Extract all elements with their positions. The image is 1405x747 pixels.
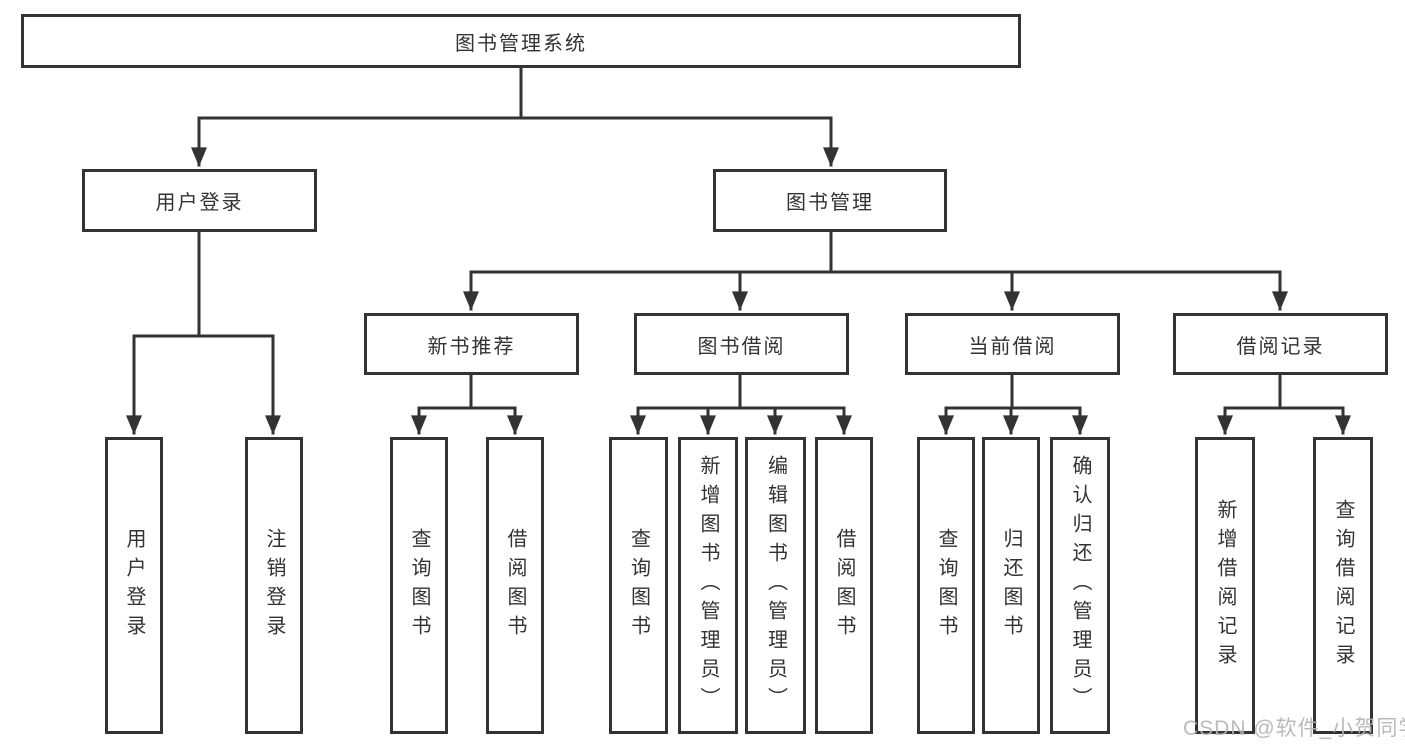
node-nbr-query-books: 查询图书: [390, 437, 448, 734]
node-nbr-query-books-label: 查询图书: [408, 527, 430, 644]
node-borrow-records: 借阅记录: [1173, 313, 1388, 375]
node-bb-query-books: 查询图书: [609, 437, 668, 734]
node-current-borrow: 当前借阅: [905, 313, 1120, 375]
node-cb-query-books-label: 查询图书: [935, 527, 957, 644]
node-cb-confirm-return: 确认归还（管理员）: [1050, 437, 1110, 734]
node-borrow-records-label: 借阅记录: [1236, 335, 1325, 358]
node-bb-add-books-label: 新增图书（管理员）: [697, 455, 719, 716]
node-cb-return-books-label: 归还图书: [1000, 527, 1022, 644]
node-user-login-label: 用户登录: [155, 192, 244, 214]
node-root-label: 图书管理系统: [455, 32, 587, 55]
node-book-borrow: 图书借阅: [634, 313, 849, 375]
csdn-watermark: CSDN @软件_小贺同学: [1183, 717, 1405, 740]
connector-book-borrow: [630, 372, 852, 435]
node-bb-edit-books: 编辑图书（管理员）: [745, 437, 806, 734]
node-nbr-borrow-books: 借阅图书: [486, 437, 544, 734]
node-book-mgmt-label: 图书管理: [786, 192, 874, 214]
node-login-label: 用户登录: [123, 527, 145, 644]
node-br-add-record-label: 新增借阅记录: [1214, 498, 1236, 673]
node-cb-confirm-return-label: 确认归还（管理员）: [1069, 455, 1091, 716]
connector-new-book-rec: [411, 372, 523, 435]
node-logout-label: 注销登录: [263, 527, 285, 644]
connector-book-mgmt: [463, 229, 1288, 311]
connector-user-login: [126, 229, 281, 435]
node-cb-query-books: 查询图书: [917, 437, 975, 734]
node-new-book-rec-label: 新书推荐: [427, 335, 516, 358]
connector-current-borrow: [938, 372, 1088, 435]
node-book-borrow-label: 图书借阅: [697, 335, 786, 358]
node-cb-return-books: 归还图书: [982, 437, 1040, 734]
node-br-query-record: 查询借阅记录: [1313, 437, 1373, 734]
node-br-add-record: 新增借阅记录: [1195, 437, 1255, 734]
node-nbr-borrow-books-label: 借阅图书: [504, 527, 526, 644]
node-root: 图书管理系统: [21, 14, 1021, 68]
node-login: 用户登录: [105, 437, 163, 734]
node-current-borrow-label: 当前借阅: [968, 335, 1057, 358]
node-br-query-record-label: 查询借阅记录: [1332, 498, 1354, 673]
node-bb-borrow-books: 借阅图书: [815, 437, 873, 734]
node-user-login: 用户登录: [82, 169, 317, 232]
node-bb-query-books-label: 查询图书: [627, 527, 650, 644]
node-bb-borrow-books-label: 借阅图书: [833, 527, 855, 644]
node-bb-edit-books-label: 编辑图书（管理员）: [764, 455, 787, 716]
node-book-mgmt: 图书管理: [713, 169, 947, 232]
node-new-book-rec: 新书推荐: [364, 313, 579, 375]
node-logout: 注销登录: [245, 437, 303, 734]
connector-borrow-records: [1217, 372, 1351, 435]
node-bb-add-books: 新增图书（管理员）: [678, 437, 738, 734]
connector-root: [191, 65, 839, 167]
